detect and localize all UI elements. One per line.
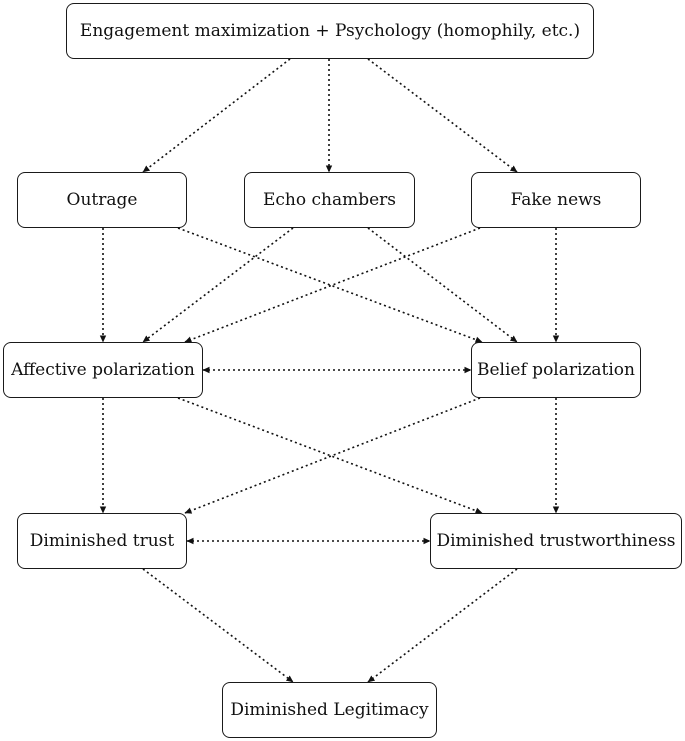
node-affective-polarization: Affective polarization <box>3 342 203 398</box>
edge-trust-to-legitimacy <box>142 568 294 683</box>
edge-outrage-to-belief <box>177 227 483 343</box>
node-diminished-trustworthiness: Diminished trustworthiness <box>430 513 682 569</box>
node-engagement-psychology: Engagement maximization + Psychology (ho… <box>66 3 594 59</box>
edge-echo-to-belief <box>367 227 518 343</box>
node-diminished-legitimacy: Diminished Legitimacy <box>222 682 437 738</box>
node-echo-chambers: Echo chambers <box>244 172 415 228</box>
node-diminished-trust: Diminished trust <box>17 513 187 569</box>
edge-source-to-fake <box>367 58 518 173</box>
node-belief-polarization: Belief polarization <box>471 342 641 398</box>
edge-source-to-outrage <box>142 58 291 173</box>
node-fake-news: Fake news <box>471 172 641 228</box>
edge-echo-to-affective <box>142 227 294 343</box>
edge-trustworthiness-to-legitimacy <box>367 568 518 683</box>
edge-affective-to-trustworthiness <box>177 397 483 514</box>
node-outrage: Outrage <box>17 172 187 228</box>
